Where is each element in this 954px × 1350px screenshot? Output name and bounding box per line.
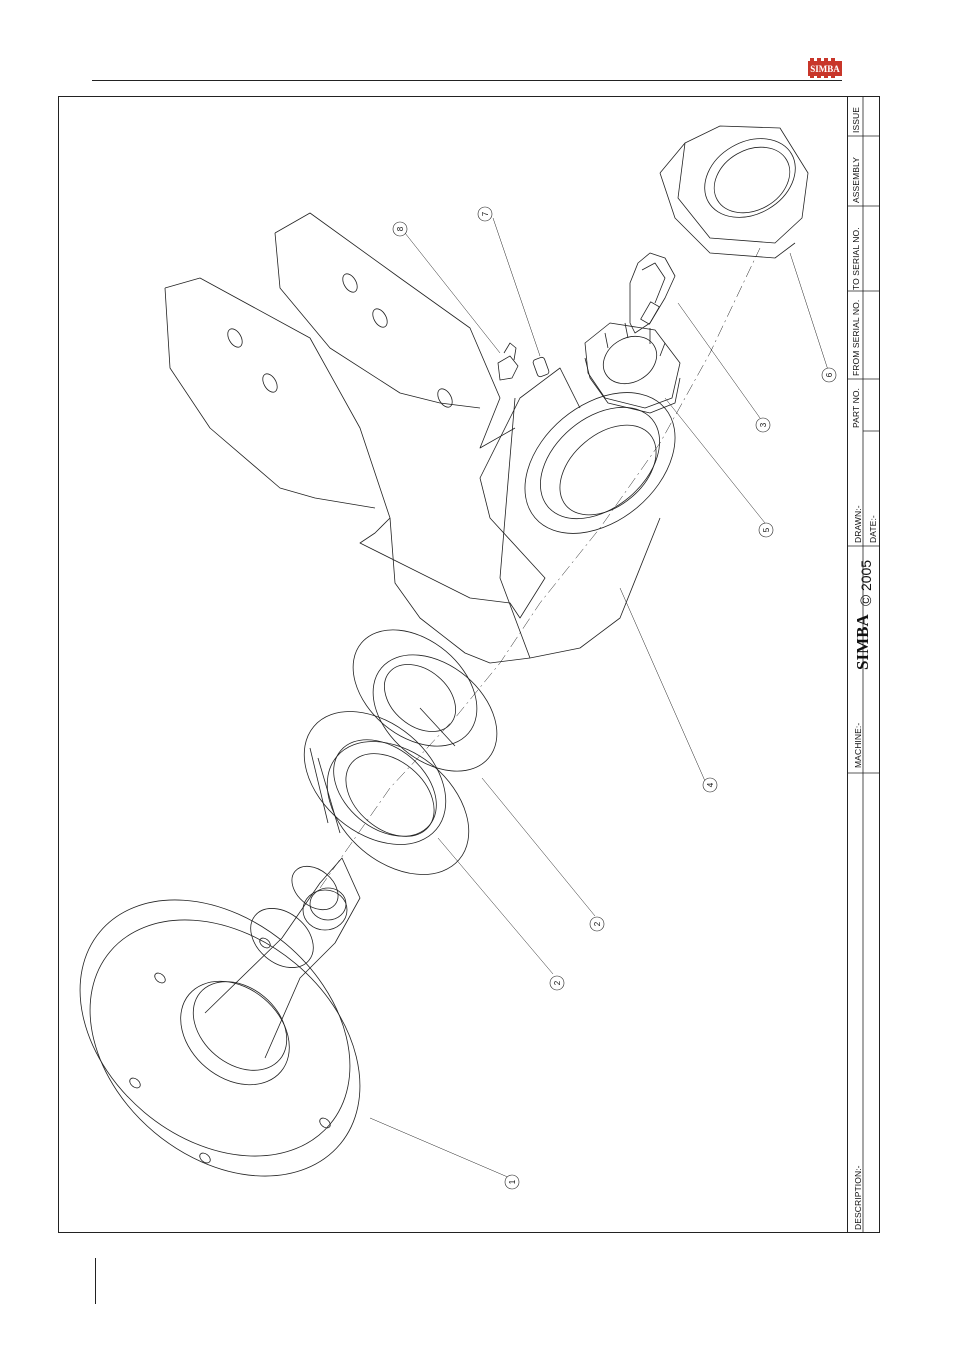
issue-label: ISSUE [851,107,861,133]
part-bearing-seal [331,606,520,795]
leader-3 [678,303,760,418]
callout-6: 6 [825,372,834,377]
assembly-label: ASSEMBLY [851,157,861,203]
part-no-label: PART NO. [851,388,861,428]
leader-2b [482,778,595,916]
copyright-symbol: © [858,595,875,606]
footer-rule [95,1258,96,1304]
part-hub-cap [660,123,810,258]
callout-4: 4 [706,782,715,787]
leader-4 [620,588,705,781]
leader-2a [438,838,553,974]
callout-5: 5 [762,527,771,532]
callout-7: 7 [481,211,490,216]
leader-8 [405,233,500,353]
copyright-year: 2005 [858,560,874,591]
part-hub-flange [60,847,411,1228]
part-plug [532,356,549,377]
description-label: DESCRIPTION:- [853,1165,863,1230]
title-block-simba-logo: SIMBA [853,614,873,670]
callout-3: 3 [759,422,768,427]
drawn-label: DRAWN:- [853,505,863,543]
callout-2a: 2 [553,980,562,985]
leader-6 [790,253,828,370]
callout-1: 1 [508,1179,517,1184]
exploded-assembly-drawing: 1 2 2 4 5 3 6 7 8 [60,98,846,1231]
part-swivel-body [165,213,702,663]
leader-7 [493,218,540,356]
date-label: DATE:- [868,515,878,543]
callout-2b: 2 [593,921,602,926]
leader-5 [665,398,765,523]
simba-logo: SIMBA [808,57,842,79]
copyright: © 2005 [858,560,875,606]
logo-text: SIMBA [810,64,840,74]
header-rule [92,80,842,81]
machine-label: MACHINE:- [853,723,863,768]
part-castle-nut [585,323,680,413]
part-grease-nipple [498,343,518,380]
part-split-pin [630,253,675,333]
leader-1 [370,1118,510,1178]
to-serial-label: TO SERIAL NO. [851,227,861,290]
from-serial-label: FROM SERIAL NO. [851,300,861,376]
callout-8: 8 [396,226,405,231]
